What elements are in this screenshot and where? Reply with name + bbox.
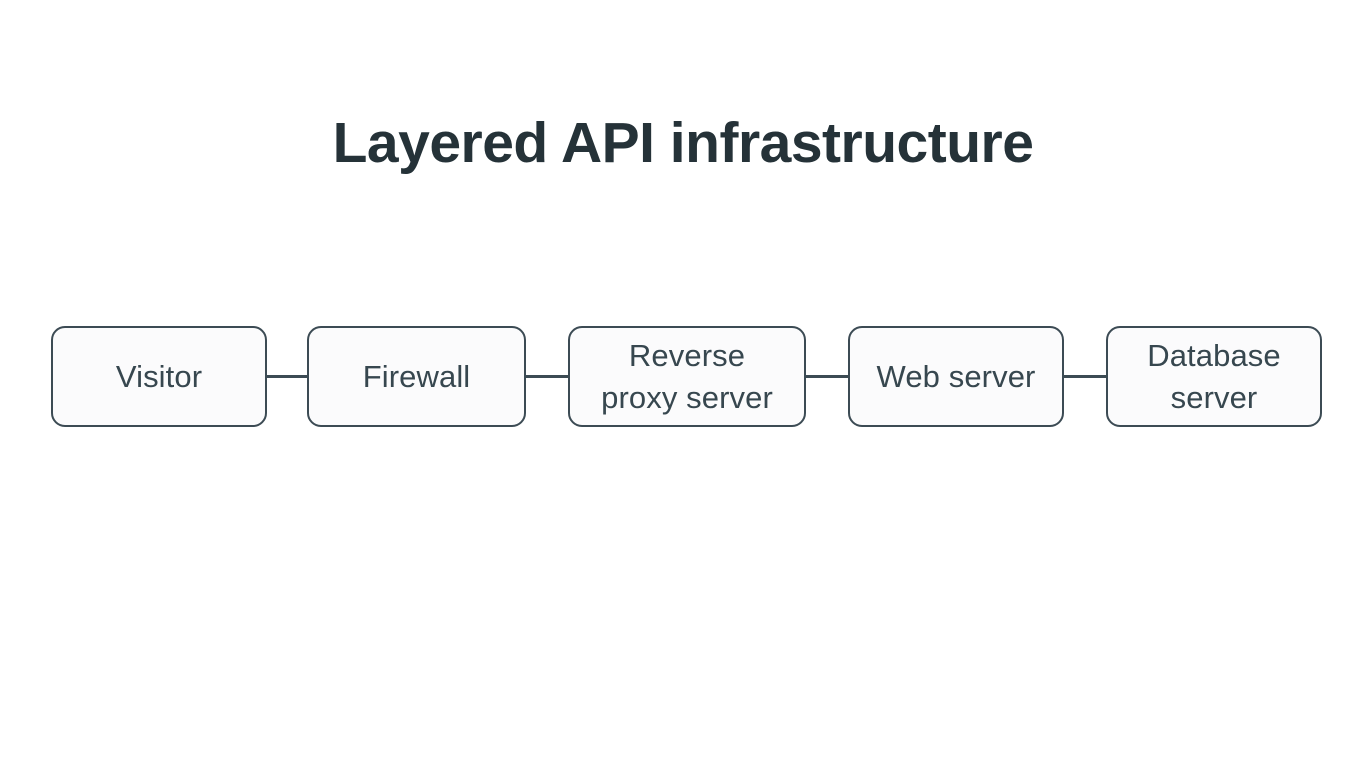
node-database-server[interactable]: Database server [1106,326,1322,427]
connector-web-database [1064,375,1106,378]
connector-visitor-firewall [267,375,307,378]
flow-chain: Visitor Firewall Reverse proxy server We… [51,326,1322,427]
node-database-server-label: Database server [1147,338,1281,415]
node-visitor[interactable]: Visitor [51,326,267,427]
page-title: Layered API infrastructure [332,111,1034,175]
connector-firewall-proxy [526,375,568,378]
node-reverse-proxy-server-label: Reverse proxy server [601,338,773,415]
node-visitor-label: Visitor [115,358,203,394]
connector-proxy-web [806,375,848,378]
node-web-server-label: Web server [876,358,1036,394]
node-reverse-proxy-server[interactable]: Reverse proxy server [568,326,806,427]
node-web-server[interactable]: Web server [848,326,1064,427]
node-firewall[interactable]: Firewall [307,326,526,427]
node-firewall-label: Firewall [362,358,471,394]
